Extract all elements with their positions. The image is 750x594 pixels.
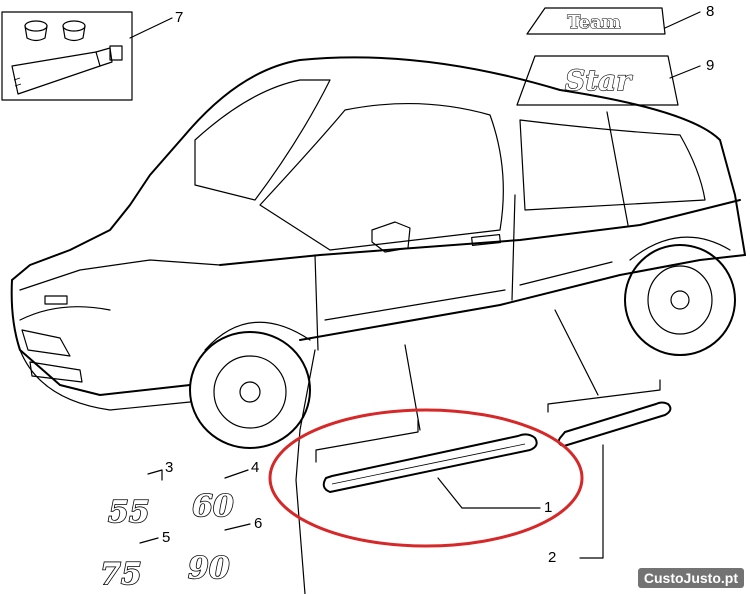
car-line-drawing bbox=[10, 56, 746, 449]
callout-7: 7 bbox=[175, 9, 183, 26]
watermark-logo: CustoJusto.pt bbox=[637, 568, 744, 588]
team-emblem-text: Team bbox=[567, 12, 621, 33]
badge-60-text: 60 bbox=[192, 489, 234, 524]
callout-9: 9 bbox=[706, 57, 714, 74]
callout-8: 8 bbox=[706, 3, 714, 20]
badge-60: 60 bbox=[191, 488, 234, 525]
callout-4: 4 bbox=[251, 459, 259, 476]
star-emblem-panel: Star bbox=[516, 55, 679, 106]
badge-75-text: 75 bbox=[100, 557, 142, 592]
badge-55: 55 bbox=[107, 494, 150, 531]
adhesive-kit-illustration bbox=[1, 11, 133, 101]
callout-1: 1 bbox=[544, 499, 552, 516]
callout-3: 3 bbox=[165, 459, 173, 476]
badge-90-text: 90 bbox=[188, 551, 230, 586]
badge-75: 75 bbox=[99, 556, 142, 593]
highlight-ellipse bbox=[268, 408, 584, 548]
badge-55-text: 55 bbox=[108, 495, 150, 530]
front-door-trim-strip bbox=[322, 433, 538, 493]
callout-2: 2 bbox=[548, 549, 556, 566]
rear-door-trim-strip bbox=[557, 401, 672, 447]
callout-5: 5 bbox=[162, 529, 170, 546]
callout-6: 6 bbox=[254, 515, 262, 532]
team-emblem-panel: Team bbox=[526, 7, 666, 35]
badge-90: 90 bbox=[187, 550, 230, 587]
